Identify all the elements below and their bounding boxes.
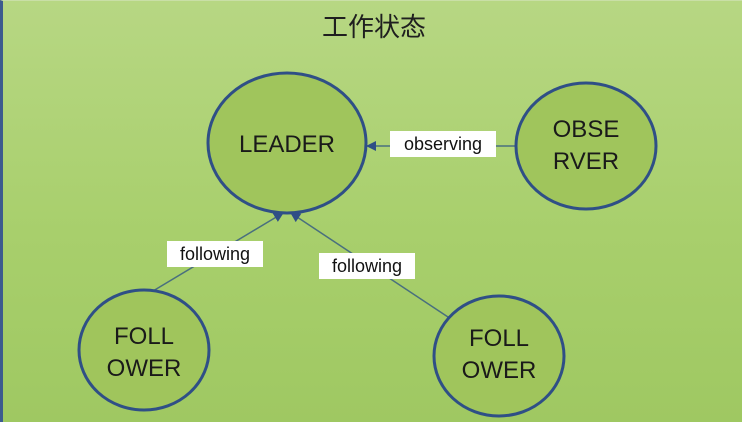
edge-label-following-left: following [180,244,250,264]
node-leader: LEADER [206,71,368,215]
node-observer: OBSE RVER [514,81,658,211]
node-follower-left-label-line1: FOLL [114,323,174,350]
edge-label-bg [319,253,415,279]
edge-label-bg [390,131,496,157]
node-observer-label-line1: OBSE [553,116,620,143]
node-follower-right-label-line2: OWER [462,357,537,384]
edge-following-right: following [290,212,452,320]
node-leader-label: LEADER [239,131,335,158]
diagram-title: 工作状态 [321,13,426,43]
edge-label-bg [167,241,263,267]
node-follower-left: FOLL OWER [77,288,211,412]
edge-following-left: following [142,212,284,298]
node-follower-right-label-line1: FOLL [469,325,529,352]
node-observer-label-line2: RVER [553,148,619,175]
edge-label-following-right: following [332,256,402,276]
edge-observing: observing [366,131,517,157]
node-follower-right: FOLL OWER [432,294,566,418]
node-follower-left-label-line2: OWER [107,355,182,382]
state-diagram: observing following following LEADER OBS… [77,71,658,418]
edge-label-observing: observing [404,134,482,154]
